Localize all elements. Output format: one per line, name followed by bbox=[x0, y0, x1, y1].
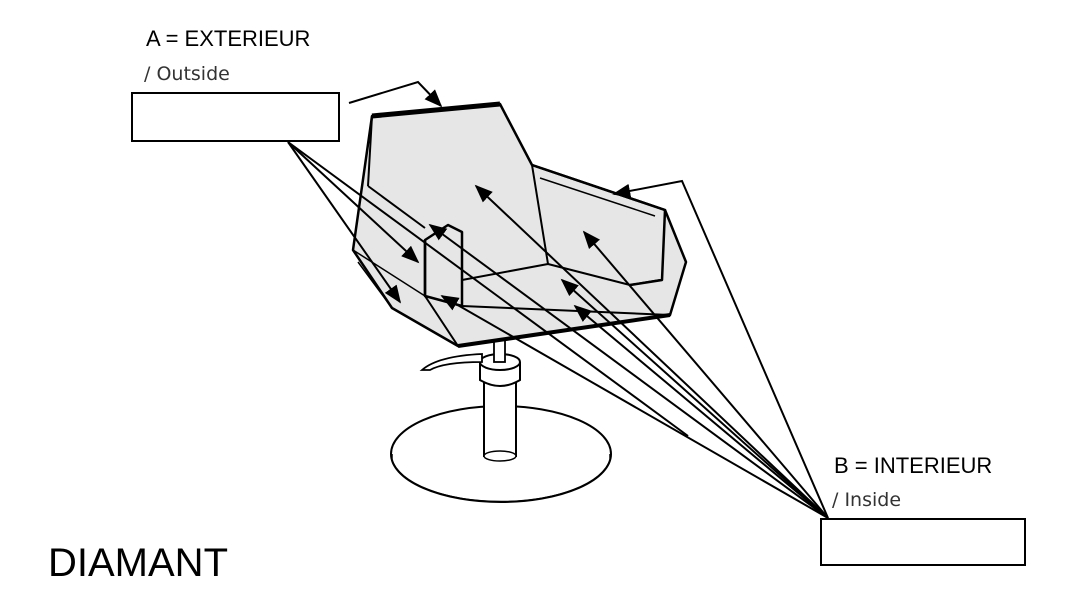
label-interior-sub: / Inside bbox=[832, 489, 902, 511]
label-exterior-sub: / Outside bbox=[144, 63, 230, 85]
model-name: DIAMANT bbox=[48, 541, 228, 585]
leader-lines-b bbox=[428, 179, 829, 519]
chair-shell bbox=[351, 101, 688, 348]
leader-lines-a bbox=[287, 80, 689, 437]
label-exterior-title: A = EXTERIEUR bbox=[146, 26, 311, 51]
interior-code-field[interactable] bbox=[820, 518, 1026, 566]
hydraulic-column bbox=[479, 339, 521, 462]
label-interior-title: B = INTERIEUR bbox=[834, 453, 993, 478]
exterior-code-field[interactable] bbox=[131, 92, 340, 142]
foot-pedal bbox=[419, 353, 483, 371]
